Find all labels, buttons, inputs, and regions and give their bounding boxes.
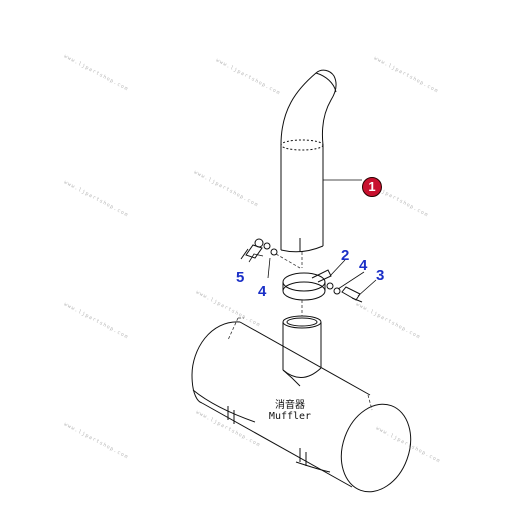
muffler-label-cjk: 消音器 [275,400,305,411]
callout-5[interactable]: 5 [236,269,245,286]
callout-2[interactable]: 2 [341,247,350,264]
callout-4-left[interactable]: 4 [258,283,267,300]
callout-4-right[interactable]: 4 [359,257,368,274]
tail-pipe [280,69,337,253]
bolt-right [326,282,363,303]
muffler-inlet [282,315,322,387]
muffler-label: 消音器 Muffler [268,400,312,422]
clamp-band [282,269,332,301]
muffler-label-en: Muffler [268,411,312,422]
bolt-left [240,238,278,260]
part-1-badge[interactable]: 1 [362,177,382,197]
callout-3[interactable]: 3 [376,267,385,284]
muffler-body [191,321,412,493]
assembly-lines [227,252,373,411]
leader-lines [248,179,377,297]
